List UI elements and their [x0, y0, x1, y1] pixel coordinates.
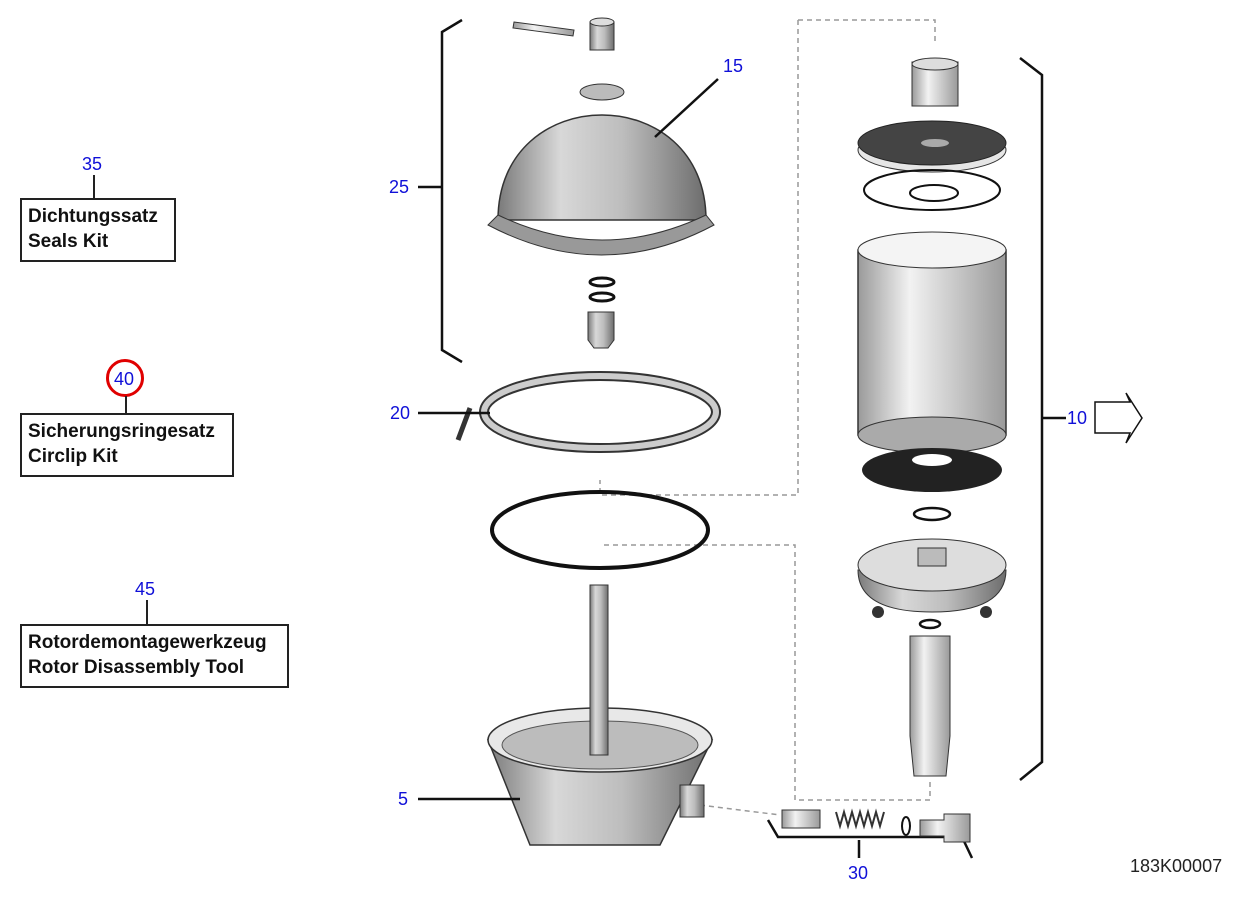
- callout-35[interactable]: 35: [82, 154, 103, 174]
- kit-box-circlip[interactable]: Sicherungsringesatz Circlip Kit: [20, 413, 234, 477]
- kit-label-de: Sicherungsringesatz: [28, 421, 215, 442]
- callout-5[interactable]: 5: [398, 789, 409, 809]
- leader-line: [93, 175, 95, 200]
- part-rotor-cover: [487, 83, 715, 256]
- bracket-25: [440, 18, 463, 364]
- callout-10[interactable]: 10: [1067, 408, 1088, 428]
- callout-25[interactable]: 25: [389, 177, 410, 197]
- assembly-guide-lines: [599, 19, 936, 816]
- bracket-10: [1019, 57, 1044, 781]
- kit-label-en: Rotor Disassembly Tool: [28, 657, 245, 678]
- part-bushing: [589, 17, 615, 51]
- part-disc: [862, 448, 1002, 492]
- part-base-housing: [486, 584, 714, 846]
- part-nut: [911, 57, 959, 107]
- part-oring-low: [918, 618, 942, 630]
- callout-40[interactable]: 40: [114, 369, 135, 389]
- drawing-code: 183K00007: [1130, 856, 1223, 876]
- part-top-plate: [857, 120, 1007, 173]
- leader-lines: [418, 78, 1066, 858]
- part-orings-small: [588, 276, 616, 303]
- kit-label-en: Seals Kit: [28, 231, 109, 252]
- part-rotor-base: [857, 538, 1007, 618]
- callout-45[interactable]: 45: [135, 579, 156, 599]
- part-valve-assembly: [781, 808, 971, 843]
- kit-label-de: Dichtungssatz: [28, 206, 158, 227]
- part-gasket-large: [490, 490, 710, 570]
- kit-box-seals[interactable]: Dichtungssatz Seals Kit: [20, 198, 176, 262]
- part-oring-mid: [912, 506, 952, 522]
- part-clamp-ring: [455, 371, 721, 453]
- kit-box-rotor-tool[interactable]: Rotordemontagewerkzeug Rotor Disassembly…: [20, 624, 289, 688]
- kit-label-en: Circlip Kit: [28, 446, 118, 467]
- part-rotor-sleeve: [857, 231, 1007, 454]
- callout-15[interactable]: 15: [723, 56, 744, 76]
- part-spindle: [909, 635, 951, 777]
- leader-line: [146, 600, 148, 625]
- callout-20[interactable]: 20: [390, 403, 411, 423]
- part-pin: [512, 21, 575, 37]
- kit-label-de: Rotordemontagewerkzeug: [28, 632, 267, 653]
- continuation-arrow-icon: [1094, 392, 1143, 444]
- part-nozzle: [587, 311, 615, 349]
- highlight-circle: [106, 359, 144, 397]
- bracket-30: [766, 819, 974, 859]
- leader-line: [125, 396, 127, 414]
- callout-30[interactable]: 30: [848, 863, 869, 883]
- part-seal-rings: [863, 169, 1001, 211]
